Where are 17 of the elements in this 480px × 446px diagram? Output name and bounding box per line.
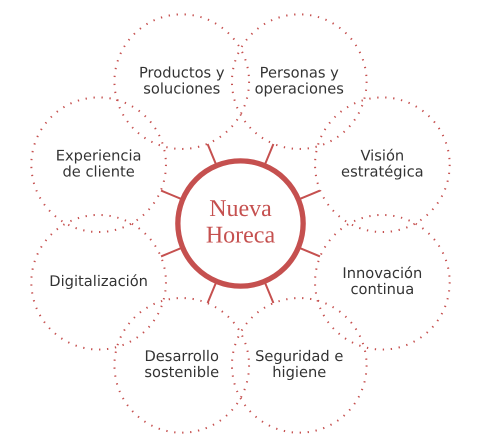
connector: [160, 246, 182, 257]
node-circle: Productos y soluciones: [112, 12, 250, 150]
node-circle: Seguridad e higiene: [230, 296, 368, 434]
connector: [298, 189, 320, 200]
connector: [206, 280, 217, 303]
connector: [298, 246, 320, 257]
connector: [263, 280, 274, 303]
connector: [160, 189, 182, 200]
connector: [263, 143, 274, 166]
node-circle: Visión estratégica: [314, 96, 450, 233]
node-circle: Nueva Horeca: [174, 158, 306, 288]
connector: [206, 143, 217, 166]
node-circle: Innovación continua: [314, 213, 450, 350]
node-circle: Digitalización: [30, 213, 166, 350]
node-circle: Personas y operaciones: [230, 12, 368, 150]
node-circle: Desarrollo sostenible: [112, 296, 250, 434]
node-circle: Experiencia de cliente: [30, 96, 166, 233]
